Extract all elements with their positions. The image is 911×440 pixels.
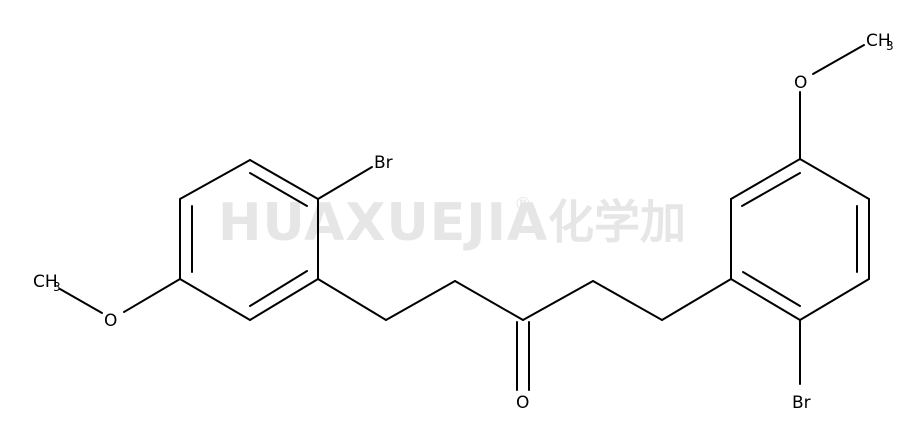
left-methoxy-bond-o <box>123 278 181 313</box>
right-methoxy-bond-ch3 <box>812 44 865 75</box>
atom-br-left: Br <box>374 153 393 173</box>
right-ring-bond-6-inner <box>742 271 801 307</box>
chain-bond-4 <box>522 280 594 321</box>
watermark-registered-mark: ® <box>514 194 532 215</box>
left-ring-bond-4 <box>179 278 251 321</box>
chain-bond-1 <box>317 278 387 321</box>
watermark-cjk: 化学加 <box>548 195 686 249</box>
left-ring-bond-3-inner <box>249 270 308 307</box>
atom-ch3-left: CH <box>33 272 58 292</box>
chain-bond-5 <box>592 280 663 321</box>
chain-bond-6 <box>661 278 732 321</box>
left-benzene-ring <box>179 159 319 321</box>
left-ring-bond-1-inner <box>249 172 308 207</box>
right-ring-bond-5 <box>799 278 870 321</box>
ch3-right-group: CH 3 <box>866 31 894 53</box>
atom-o-methoxy-left: O <box>104 311 117 331</box>
right-ring-bond-2-inner <box>741 172 801 207</box>
right-ring-bond-6 <box>730 278 801 321</box>
left-ring-bond-6 <box>179 159 251 200</box>
atom-ch3-left-subscript: 3 <box>53 280 61 294</box>
chain-bond-3 <box>454 280 524 321</box>
watermark: HUAXUEJIA ® 化学加 <box>218 193 686 253</box>
atom-br-right: Br <box>792 393 811 413</box>
atom-ch3-right: CH <box>866 31 891 51</box>
ch3-left-group: CH 3 <box>33 272 61 294</box>
right-benzene-ring <box>730 158 870 321</box>
atom-o-methoxy-right: O <box>794 73 807 93</box>
atom-ch3-right-subscript: 3 <box>886 39 894 53</box>
atom-o-ketone: O <box>516 393 529 413</box>
watermark-brand: HUAXUEJIA <box>218 193 548 253</box>
left-br-bond <box>317 166 373 200</box>
carbon-chain <box>317 278 732 321</box>
chain-bond-2 <box>385 280 456 321</box>
right-ring-bond-2 <box>730 158 801 200</box>
left-ring-bond-1 <box>249 159 319 200</box>
right-ring-bond-3 <box>799 158 870 200</box>
left-methoxy-bond-ch3 <box>59 288 103 314</box>
left-ring-bond-3 <box>249 278 319 321</box>
